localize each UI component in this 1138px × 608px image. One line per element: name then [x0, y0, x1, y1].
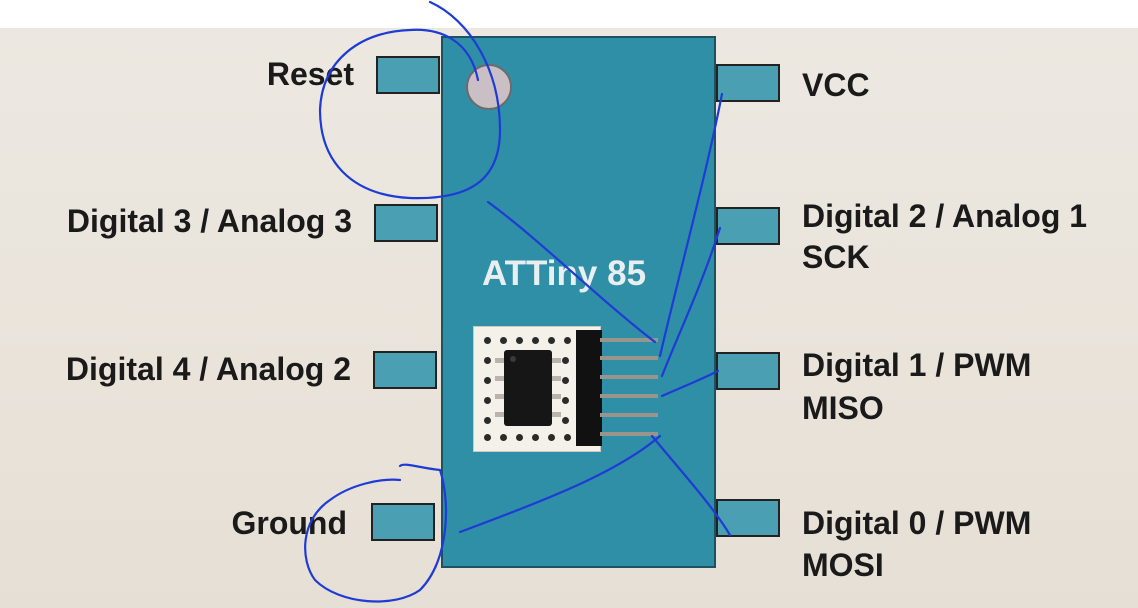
pad-digital4: [373, 351, 437, 389]
pad-digital3: [374, 204, 438, 242]
label-digital1-pwm: Digital 1 / PWM: [802, 347, 1032, 383]
header-pin: [600, 375, 658, 379]
label-vcc: VCC: [802, 67, 870, 103]
ic-leg: [495, 394, 504, 399]
label-ground: Ground: [231, 505, 347, 541]
label-miso: MISO: [802, 390, 884, 426]
pin-header: [576, 330, 602, 446]
attiny-ic-package: [504, 350, 552, 426]
label-digital3-analog3: Digital 3 / Analog 3: [66, 203, 352, 239]
pad-vcc: [716, 64, 780, 102]
label-sck: SCK: [802, 239, 870, 275]
header-pin: [600, 356, 658, 360]
pad-ground: [371, 503, 435, 541]
ic-leg: [552, 394, 561, 399]
chip-title: ATTiny 85: [482, 254, 647, 293]
label-digital4-analog2: Digital 4 / Analog 2: [65, 351, 351, 387]
ic-leg: [552, 376, 561, 381]
ic-leg: [495, 376, 504, 381]
ic-leg: [495, 358, 504, 363]
header-pin: [600, 413, 658, 417]
ic-leg: [552, 412, 561, 417]
pin1-notch-marker: [466, 64, 512, 110]
header-pin: [600, 394, 658, 398]
label-mosi: MOSI: [802, 547, 884, 583]
pad-digital0: [716, 499, 780, 537]
header-pin: [600, 338, 658, 342]
label-reset: Reset: [266, 56, 354, 92]
label-digital0-pwm: Digital 0 / PWM: [802, 505, 1032, 541]
label-digital2-analog1: Digital 2 / Analog 1: [802, 198, 1088, 234]
header-pin: [600, 432, 658, 436]
ic-leg: [552, 358, 561, 363]
ic-leg: [495, 412, 504, 417]
pad-digital2: [716, 207, 780, 245]
pad-digital1: [716, 352, 780, 390]
chip-body: [441, 36, 716, 568]
pad-reset: [376, 56, 440, 94]
ic-pin1-dot: [510, 356, 516, 362]
